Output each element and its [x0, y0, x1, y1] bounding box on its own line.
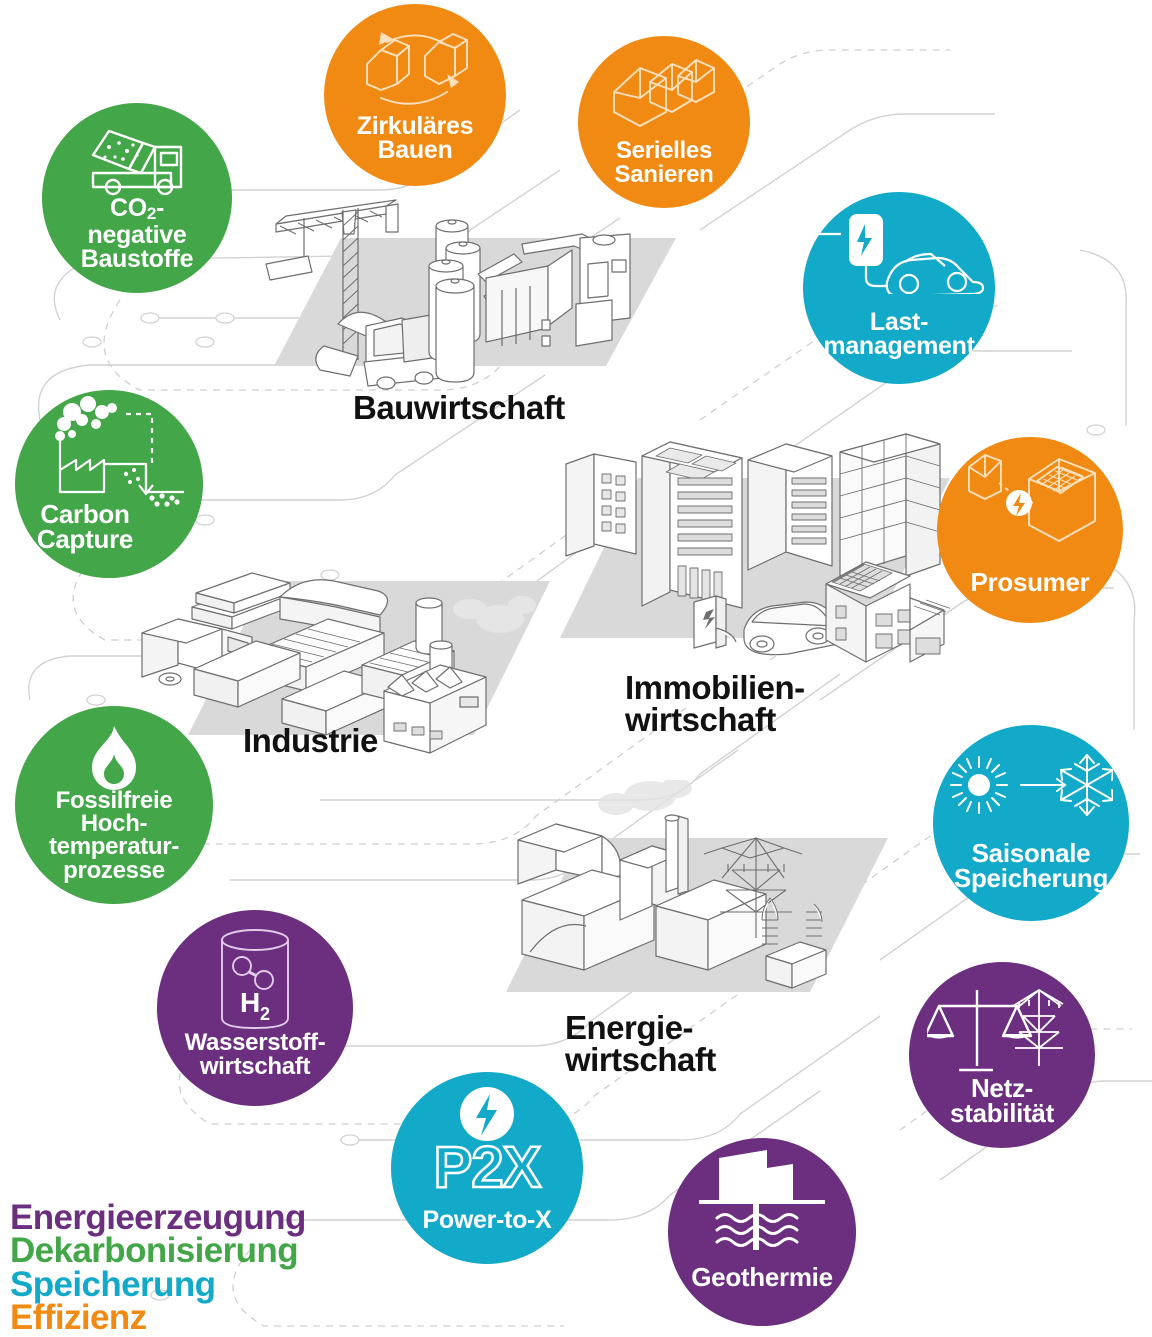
- legend-item-effizienz: Effizienz: [10, 1298, 147, 1337]
- bubble-label: Power-to-X: [422, 1205, 552, 1234]
- bubble-carbon-capture[interactable]: Carbon Capture: [15, 390, 203, 578]
- legend-item-energieerzeugung: Energieerzeugung: [10, 1197, 306, 1237]
- bubble-label: Serielles Sanieren: [614, 137, 714, 188]
- bubble-prosumer[interactable]: Prosumer: [937, 437, 1123, 623]
- scene-bauwirtschaft: [265, 199, 676, 390]
- scene-immobilienwirtschaft: [560, 433, 950, 663]
- row-houses-icon: [578, 58, 750, 136]
- sector-label-energiewirtschaft: Energie- wirtschaft: [565, 1009, 716, 1079]
- flame-icon: [15, 724, 213, 798]
- bubble-serielles-sanieren[interactable]: Serielles Sanieren: [578, 36, 750, 208]
- bubble-label: Prosumer: [970, 566, 1090, 597]
- scene-industrie: [141, 572, 550, 754]
- circular-houses-icon: [324, 28, 506, 112]
- bubble-label: Netz- stabilität: [950, 1072, 1054, 1128]
- bubble-wasserstoffwirtschaft[interactable]: H 2 Wasserstoff- wirtschaft: [157, 910, 353, 1106]
- bubble-geothermie[interactable]: Geothermie: [668, 1138, 856, 1326]
- svg-text:H: H: [240, 987, 260, 1018]
- legend-item-speicherung: Speicherung: [10, 1264, 216, 1304]
- geothermal-drilling-icon: [668, 1146, 856, 1258]
- bubble-label: Fossilfreie Hoch- temperatur- prozesse: [48, 786, 180, 884]
- bubble-label: Zirkuläres Bauen: [356, 111, 474, 164]
- bubble-lastmanagement[interactable]: Last- management: [803, 192, 995, 384]
- bolt-circle-icon: [391, 1086, 583, 1142]
- sector-label-bauwirtschaft: Bauwirtschaft: [353, 389, 565, 426]
- legend: Energieerzeugung Dekarbonisierung Speich…: [10, 1197, 306, 1337]
- scene-energiewirtschaft: [506, 780, 888, 992]
- sun-to-snowflake-icon: [933, 751, 1129, 819]
- bubble-fossilfreie-hochtemperaturprozesse[interactable]: Fossilfreie Hoch- temperatur- prozesse: [15, 706, 213, 904]
- hydrogen-tank-icon: H 2: [157, 926, 353, 1032]
- bubble-netzstabilitaet[interactable]: Netz- stabilität: [909, 962, 1095, 1148]
- factory-capture-icon: [15, 394, 203, 508]
- scales-pylon-icon: [909, 978, 1095, 1082]
- bubble-zirkulaeres-bauen[interactable]: Zirkuläres Bauen: [324, 4, 506, 186]
- bubble-label: Geothermie: [691, 1261, 833, 1292]
- sector-label-immobilienwirtschaft: Immobilien- wirtschaft: [625, 669, 805, 739]
- sector-label-industrie: Industrie: [243, 722, 378, 759]
- bubble-label: Carbon Capture: [36, 498, 134, 554]
- svg-text:2: 2: [260, 1004, 270, 1024]
- legend-item-dekarbonisierung: Dekarbonisierung: [10, 1231, 299, 1271]
- bubble-label: Saisonale Speicherung: [953, 837, 1109, 893]
- cement-mixer-truck-icon: [42, 125, 232, 197]
- solar-house-bolt-icon: [937, 447, 1123, 557]
- bubble-saisonale-speicherung[interactable]: Saisonale Speicherung: [933, 725, 1129, 921]
- bubble-label: Last- management: [823, 307, 975, 360]
- ev-charger-car-icon: [803, 212, 995, 294]
- bubble-label: Wasserstoff- wirtschaft: [184, 1029, 326, 1080]
- bubble-power-to-x[interactable]: P2X Power-to-X: [391, 1072, 583, 1264]
- power-to-x-headline: P2X: [432, 1135, 542, 1200]
